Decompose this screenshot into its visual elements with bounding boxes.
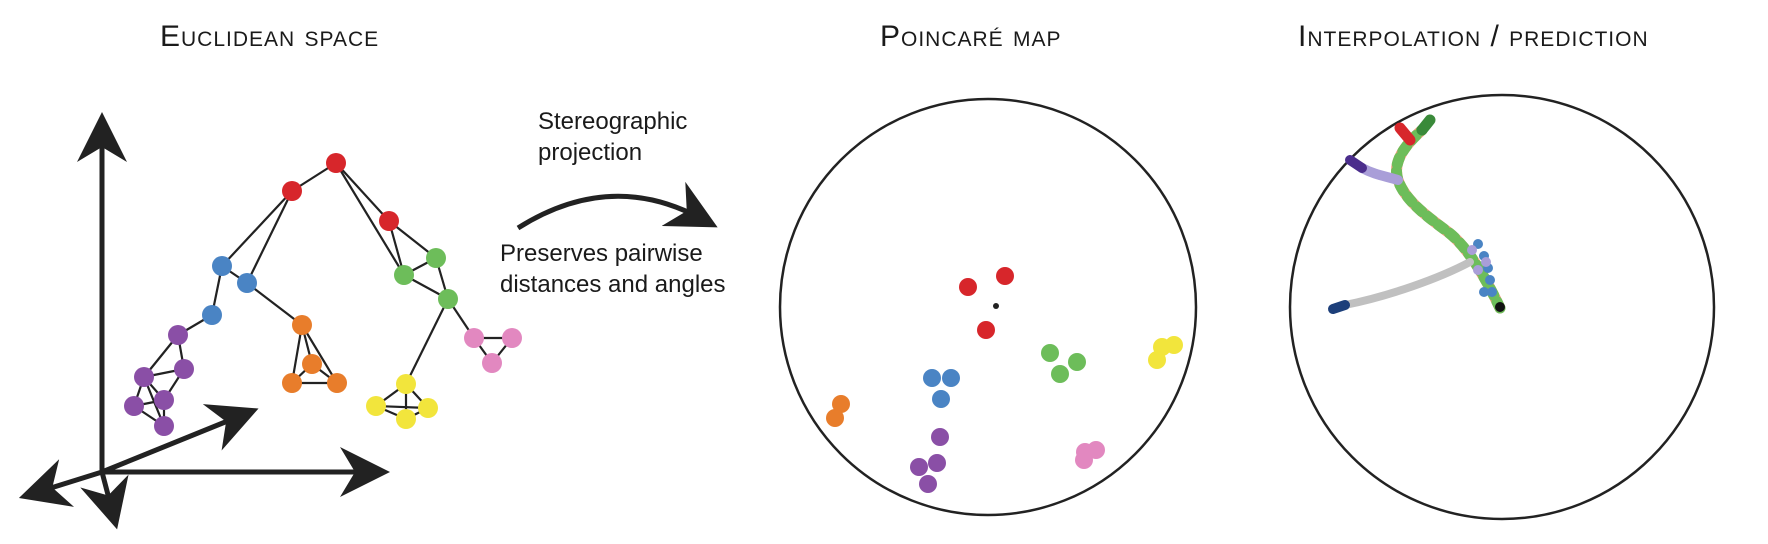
graph-node-green <box>438 289 458 309</box>
poincare-point-red <box>996 267 1014 285</box>
graph-node-purple <box>124 396 144 416</box>
graph-edge <box>246 190 293 284</box>
trajectory-lavender-point <box>1467 245 1477 255</box>
z-axis-arrow <box>101 404 259 475</box>
trajectory-navy-end <box>1328 300 1350 314</box>
trajectory-origin-point <box>1495 302 1505 312</box>
stereographic-projection-label: Stereographic projection <box>538 108 688 166</box>
trajectory-lavender-point <box>1481 257 1491 267</box>
graph-node-green <box>394 265 414 285</box>
poincare-point-purple <box>910 458 928 476</box>
poincare-point-green <box>1068 353 1086 371</box>
trajectory-trunk-green <box>1391 124 1506 314</box>
graph-node-blue <box>202 305 222 325</box>
graph-node-purple <box>154 416 174 436</box>
graph-node-pink <box>464 328 484 348</box>
euclidean-space-title: Euclidean space <box>160 20 380 53</box>
poincare-point-purple <box>931 428 949 446</box>
graph-node-pink <box>502 328 522 348</box>
graph-edge <box>335 162 390 222</box>
poincare-point-orange <box>832 395 850 413</box>
graph-node-pink <box>482 353 502 373</box>
poincare-map-title: Poincaré map <box>880 20 1062 53</box>
graph-node-blue <box>212 256 232 276</box>
preserves-distances-label: Preserves pairwise distances and angles <box>500 240 726 298</box>
graph-nodes <box>124 153 522 436</box>
graph-edge <box>405 298 449 385</box>
poincare-point-yellow <box>1165 336 1183 354</box>
trajectory-blue-point <box>1479 287 1489 297</box>
poincare-point-yellow <box>1148 351 1166 369</box>
poincare-point-purple <box>919 475 937 493</box>
graph-edge <box>246 282 303 326</box>
trajectory-red-end <box>1394 122 1416 146</box>
projection-arrow <box>516 181 718 231</box>
graph-node-orange <box>327 373 347 393</box>
euclidean-axes <box>18 112 390 530</box>
interpolation-prediction-title: Interpolation / prediction <box>1298 20 1649 53</box>
graph-node-orange <box>292 315 312 335</box>
poincare-point-blue <box>942 369 960 387</box>
poincare-point-orange <box>826 409 844 427</box>
graph-node-yellow <box>396 409 416 429</box>
neg-z-axis-arrow <box>80 471 129 530</box>
graph-node-green <box>426 248 446 268</box>
poincare-point-green <box>1051 365 1069 383</box>
graph-node-red <box>379 211 399 231</box>
graph-node-purple <box>168 325 188 345</box>
poincare-points <box>826 267 1183 493</box>
graph-node-yellow <box>418 398 438 418</box>
poincare-origin <box>993 303 999 309</box>
graph-node-orange <box>282 373 302 393</box>
poincare-point-green <box>1041 344 1059 362</box>
trajectory-green-end <box>1416 114 1436 136</box>
poincare-disk-boundary <box>778 97 1198 517</box>
trajectory-gray-branch <box>1341 258 1474 309</box>
interpolation-disk-boundary <box>1288 93 1716 521</box>
poincare-point-red <box>959 278 977 296</box>
poincare-point-blue <box>923 369 941 387</box>
poincare-point-blue <box>932 390 950 408</box>
poincare-point-pink <box>1087 441 1105 459</box>
graph-node-red <box>326 153 346 173</box>
trajectory-blue-point <box>1485 275 1495 285</box>
trajectory-lavender-point <box>1473 265 1483 275</box>
graph-edge <box>301 324 338 384</box>
graph-edge <box>335 162 405 276</box>
trajectory-blue-point <box>1487 287 1497 297</box>
graph-node-purple <box>154 390 174 410</box>
graph-node-blue <box>237 273 257 293</box>
graph-node-yellow <box>396 374 416 394</box>
graph-node-purple <box>174 359 194 379</box>
graph-node-yellow <box>366 396 386 416</box>
poincare-point-pink <box>1075 451 1093 469</box>
graph-edge <box>221 190 293 267</box>
graph-node-purple <box>134 367 154 387</box>
graph-node-orange <box>302 354 322 374</box>
poincare-point-purple <box>928 454 946 472</box>
trajectory-left-end <box>1345 155 1367 173</box>
poincare-point-red <box>977 321 995 339</box>
neg-x-axis-arrow <box>18 459 103 507</box>
trajectories <box>1328 114 1506 314</box>
graph-node-red <box>282 181 302 201</box>
